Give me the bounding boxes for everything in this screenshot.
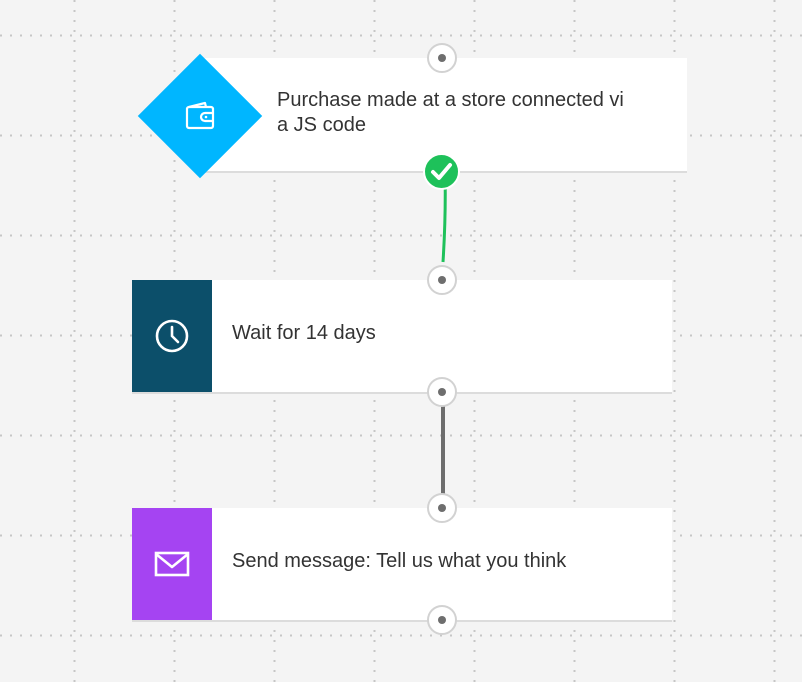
success-check-icon — [423, 153, 460, 190]
wait-step-card[interactable]: Wait for 14 days — [132, 280, 672, 394]
trigger-step-label: Purchase made at a store connected vi a … — [277, 89, 624, 136]
wait-input-port[interactable] — [427, 265, 457, 295]
envelope-icon — [154, 551, 190, 577]
trigger-step-card[interactable]: Purchase made at a store connected vi a … — [199, 58, 687, 173]
message-input-port[interactable] — [427, 493, 457, 523]
message-step-card[interactable]: Send message: Tell us what you think — [132, 508, 672, 622]
trigger-input-port[interactable] — [427, 43, 457, 73]
message-step-icon-tile — [132, 508, 212, 620]
clock-icon — [155, 319, 189, 353]
wait-step-label: Wait for 14 days — [232, 322, 376, 344]
wallet-icon — [182, 98, 218, 134]
message-step-label: Send message: Tell us what you think — [232, 550, 567, 572]
wait-output-port[interactable] — [427, 377, 457, 407]
wait-step-icon-tile — [132, 280, 212, 392]
message-output-port[interactable] — [427, 605, 457, 635]
